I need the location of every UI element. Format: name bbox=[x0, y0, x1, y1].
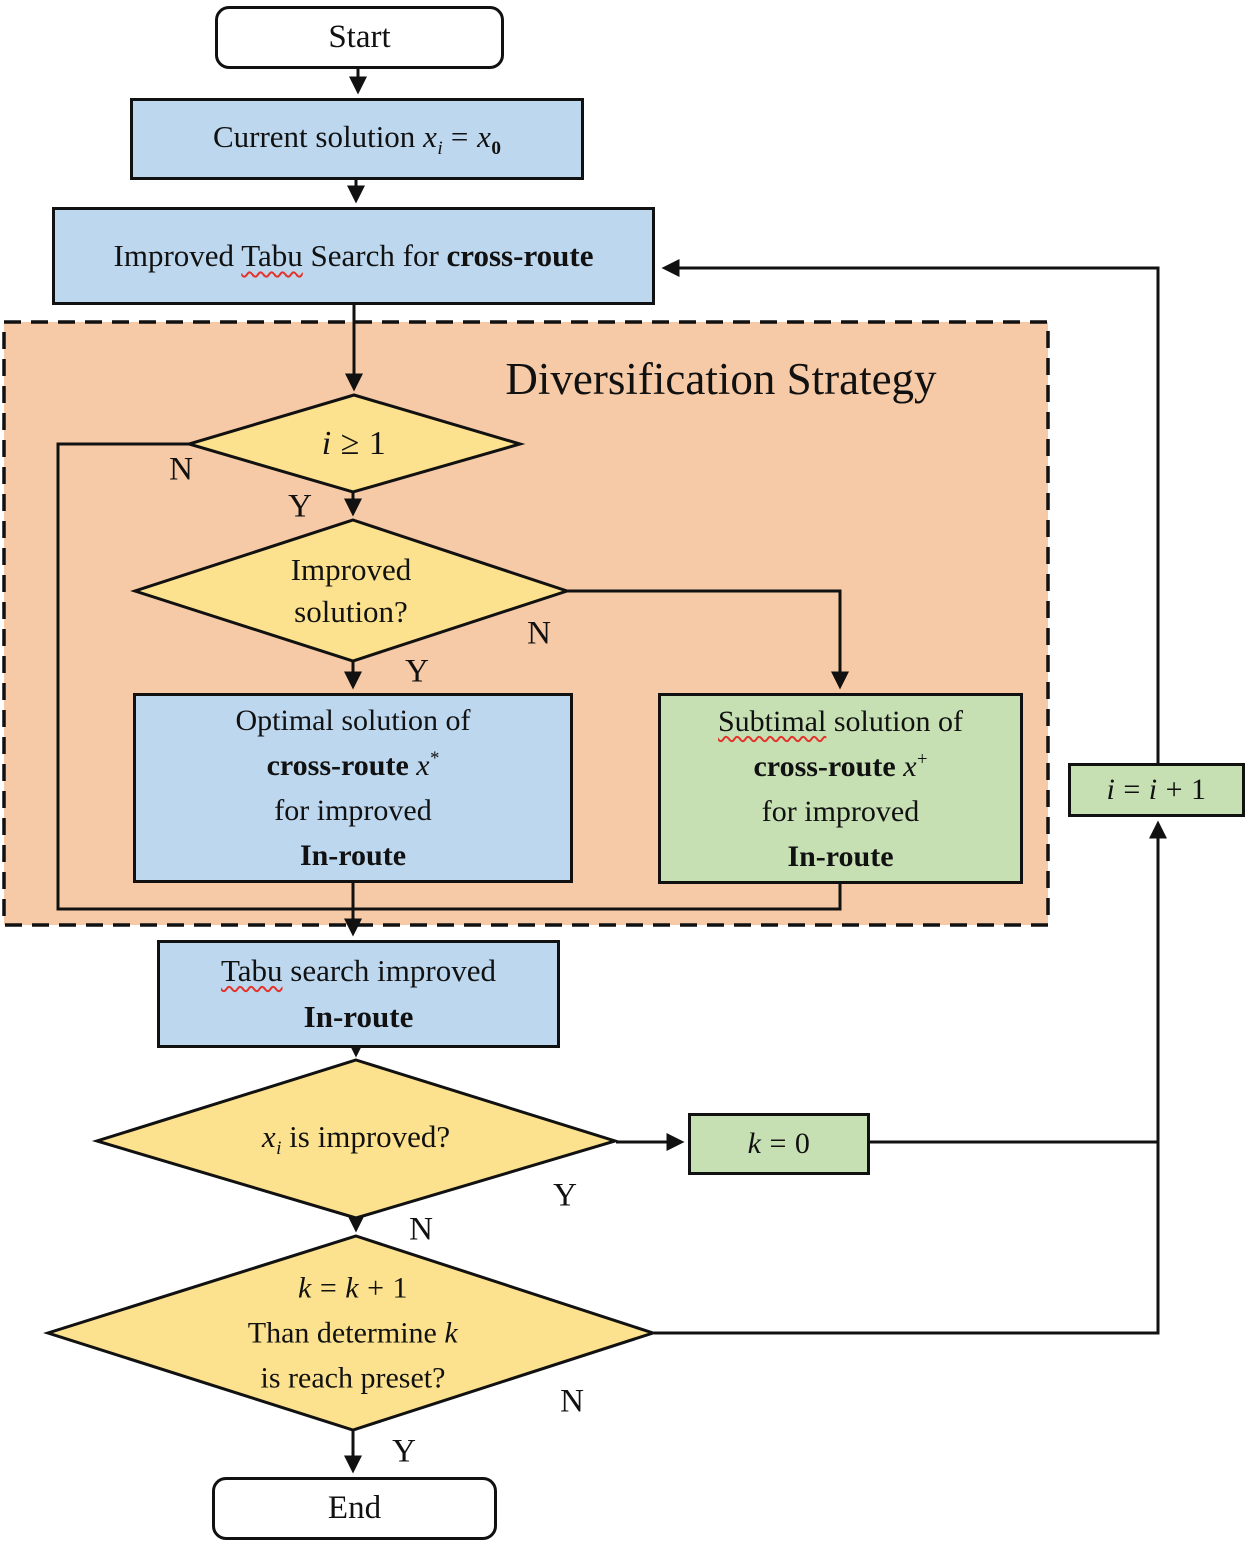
decision-i-ge-1-label: i ≥ 1 bbox=[321, 424, 387, 462]
i-increment-node: i = i + 1 bbox=[1068, 763, 1245, 817]
decision-k-preset bbox=[43, 1234, 658, 1432]
current-solution-node: Current solution xi = x0 bbox=[130, 98, 584, 180]
end-node: End bbox=[212, 1477, 497, 1540]
d1-yes-label: Y bbox=[288, 488, 312, 525]
start-node: Start bbox=[215, 6, 504, 69]
edge-d4-no-iplus bbox=[654, 820, 1167, 1335]
d2-yes-label: Y bbox=[405, 653, 429, 690]
k-reset-node: k = 0 bbox=[688, 1113, 870, 1175]
decision-i-ge-1 bbox=[183, 393, 526, 494]
tabu-search-cross-route-node: Improved Tabu Search for cross-route bbox=[52, 207, 655, 305]
edge-iplus-tabucross-loop bbox=[661, 259, 1160, 764]
current-solution-label: Current solution xi = x0 bbox=[212, 118, 502, 160]
d3-no-label: N bbox=[409, 1211, 433, 1248]
d1-no-label: N bbox=[169, 451, 193, 488]
end-label: End bbox=[327, 1490, 382, 1527]
d3-yes-label: Y bbox=[553, 1177, 577, 1214]
d2-no-label: N bbox=[527, 615, 551, 652]
suboptimal-solution-node: Subtimal solution of cross-route x+ for … bbox=[658, 693, 1023, 884]
decision-improved-solution bbox=[130, 518, 572, 663]
optimal-solution-node: Optimal solution of cross-route x* for i… bbox=[133, 693, 573, 883]
decision-improved-solution-label: Improved solution? bbox=[290, 551, 412, 629]
diversification-strategy-title: Diversification Strategy bbox=[505, 354, 937, 404]
decision-xi-improved-label: xi is improved? bbox=[261, 1118, 451, 1160]
k-reset-label: k = 0 bbox=[747, 1126, 811, 1160]
d4-yes-label: Y bbox=[392, 1433, 416, 1470]
decision-xi-improved bbox=[91, 1058, 621, 1220]
tabu-search-in-route-node: Tabu search improved In-route bbox=[157, 940, 560, 1048]
start-label: Start bbox=[328, 19, 391, 56]
edge-subtimal-merge bbox=[353, 884, 842, 911]
edge-d2-no-subtimal bbox=[566, 589, 849, 690]
i-increment-label: i = i + 1 bbox=[1106, 772, 1207, 806]
d4-no-label: N bbox=[560, 1383, 584, 1420]
edge-d1-no-loop bbox=[56, 442, 352, 911]
decision-k-preset-label: k = k + 1 Than determine k is reach pres… bbox=[247, 1271, 459, 1395]
tabu-search-cross-route-label: Improved Tabu Search for cross-route bbox=[113, 238, 594, 274]
